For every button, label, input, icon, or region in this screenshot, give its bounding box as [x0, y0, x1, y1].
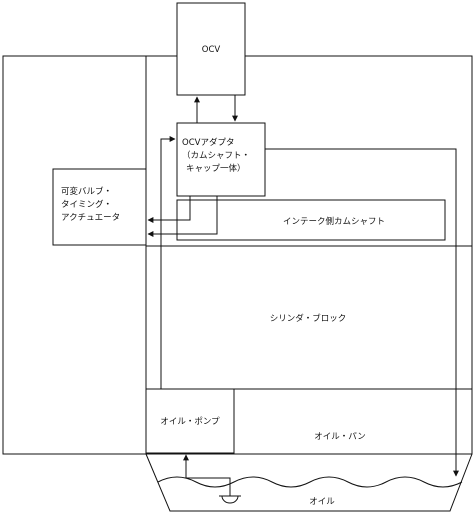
intake-camshaft-label: インテーク側カムシャフト — [283, 216, 385, 227]
ocv-adapter-label-3: キャップ一体） — [186, 163, 246, 174]
oil-pump-label: オイル・ポンプ — [160, 417, 220, 427]
cylinder-block-label: シリンダ・ブロック — [270, 313, 347, 324]
ocv-adapter-label-1: OCVアダプタ — [182, 137, 234, 148]
vvt-label-2: タイミング・ — [61, 199, 112, 210]
vvt-label-1: 可変バルブ・ — [61, 186, 112, 197]
engine-outline — [2, 55, 473, 455]
arrow-pump-to-adapter — [160, 136, 176, 389]
oil-pan-label: オイル・パン — [314, 432, 365, 442]
oil-pump-box — [145, 388, 235, 454]
ocv-label: OCV — [202, 45, 221, 55]
vvt-label-3: アクチュエータ — [61, 213, 120, 223]
ocv-box — [176, 2, 246, 96]
oil-strainer — [219, 495, 241, 504]
arrow-adapter-to-actuator-1 — [147, 196, 191, 223]
arrow-drain-to-pan — [265, 148, 459, 477]
ocv-adapter-label-2: （カムシャフト・ — [182, 150, 250, 161]
ocv-adapter-box — [176, 122, 266, 197]
oil-surface-wave — [157, 476, 463, 488]
intake-camshaft-box — [176, 199, 446, 241]
oil-label: オイル — [309, 497, 335, 507]
arrow-pickup-to-pump — [183, 454, 231, 496]
vvt-actuator-box — [52, 168, 147, 246]
arrow-adapter-to-actuator-2 — [147, 196, 218, 237]
